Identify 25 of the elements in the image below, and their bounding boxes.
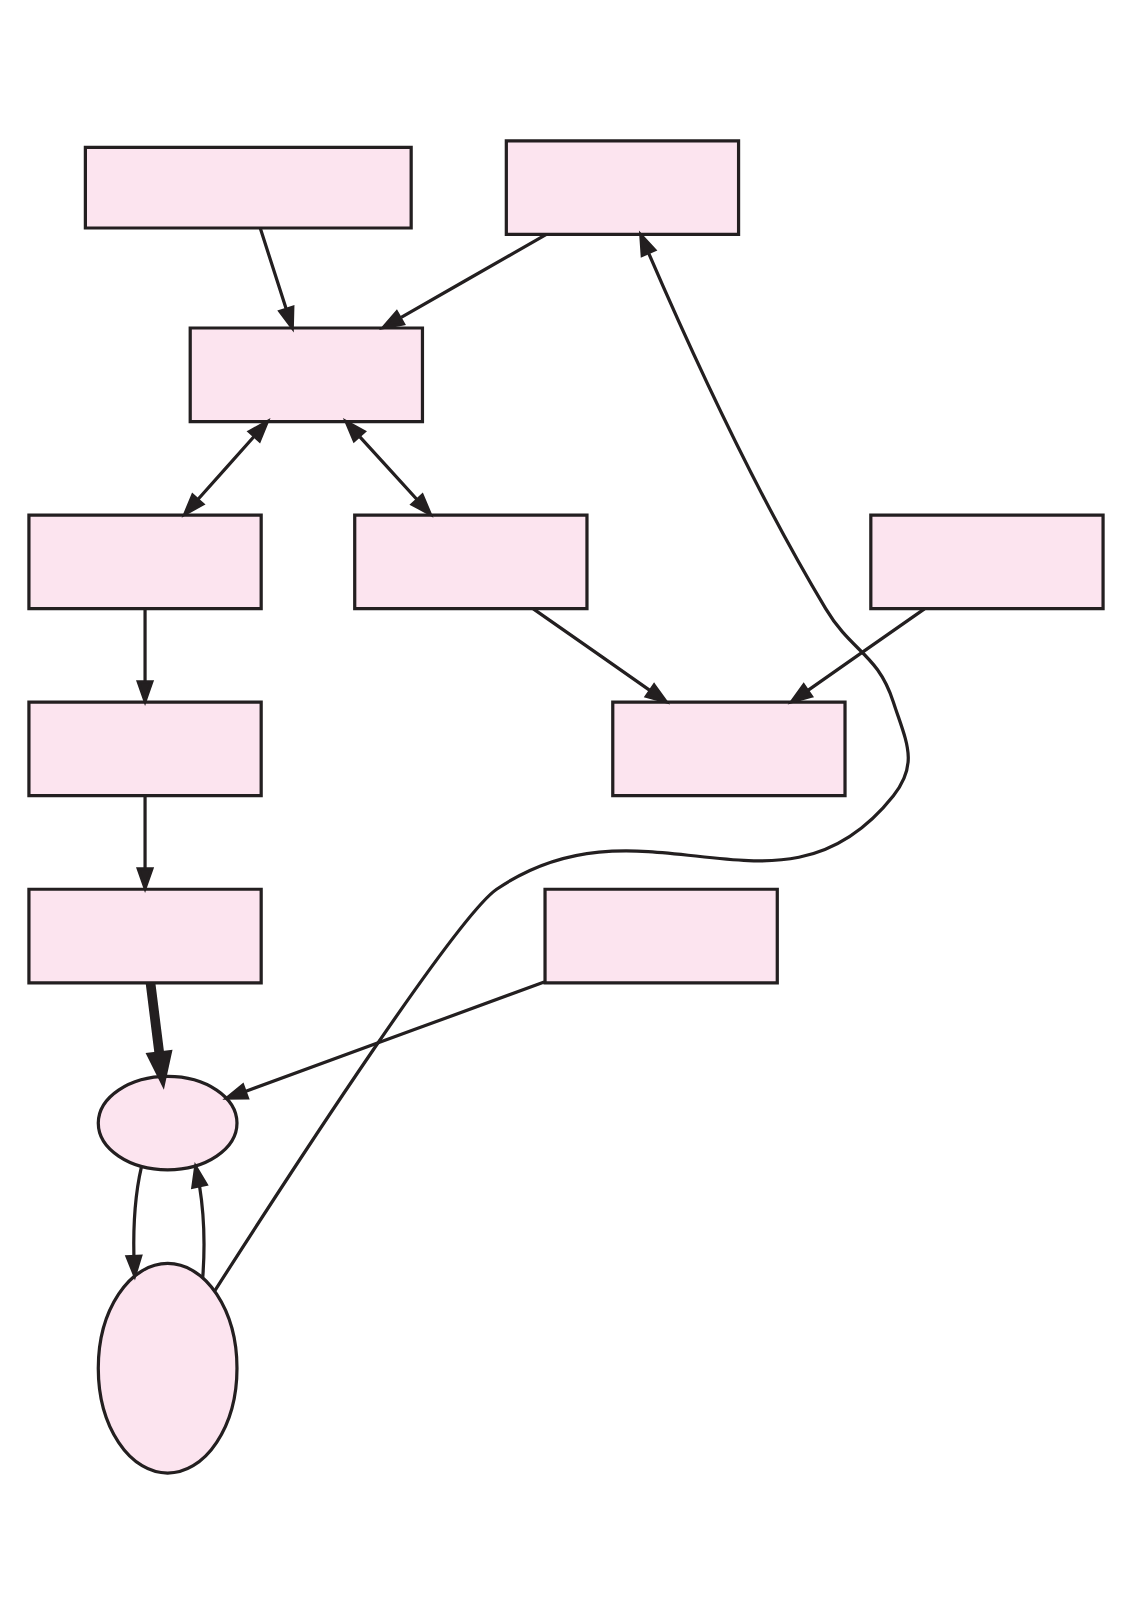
arrow [213,230,910,1292]
node-box [27,700,263,798]
arrow [181,418,271,518]
arrow [787,607,926,705]
node-box [83,145,413,230]
arrow [136,795,155,894]
node-box [869,513,1105,611]
node-ellipse [96,1261,239,1475]
node-box [353,513,589,611]
node-box [27,887,263,985]
arrow [379,233,547,330]
node-ellipse [96,1074,239,1172]
arrow [145,982,173,1090]
node-box [543,887,779,985]
node-box [504,139,741,237]
arrow [190,1162,209,1278]
node-box [27,513,263,611]
arrow [124,1166,143,1281]
arrow [222,980,545,1100]
arrow [342,418,434,518]
node-box [188,326,425,424]
node-box [611,700,847,798]
arrow [532,607,671,705]
arrow [258,227,295,333]
arrow [136,608,155,706]
